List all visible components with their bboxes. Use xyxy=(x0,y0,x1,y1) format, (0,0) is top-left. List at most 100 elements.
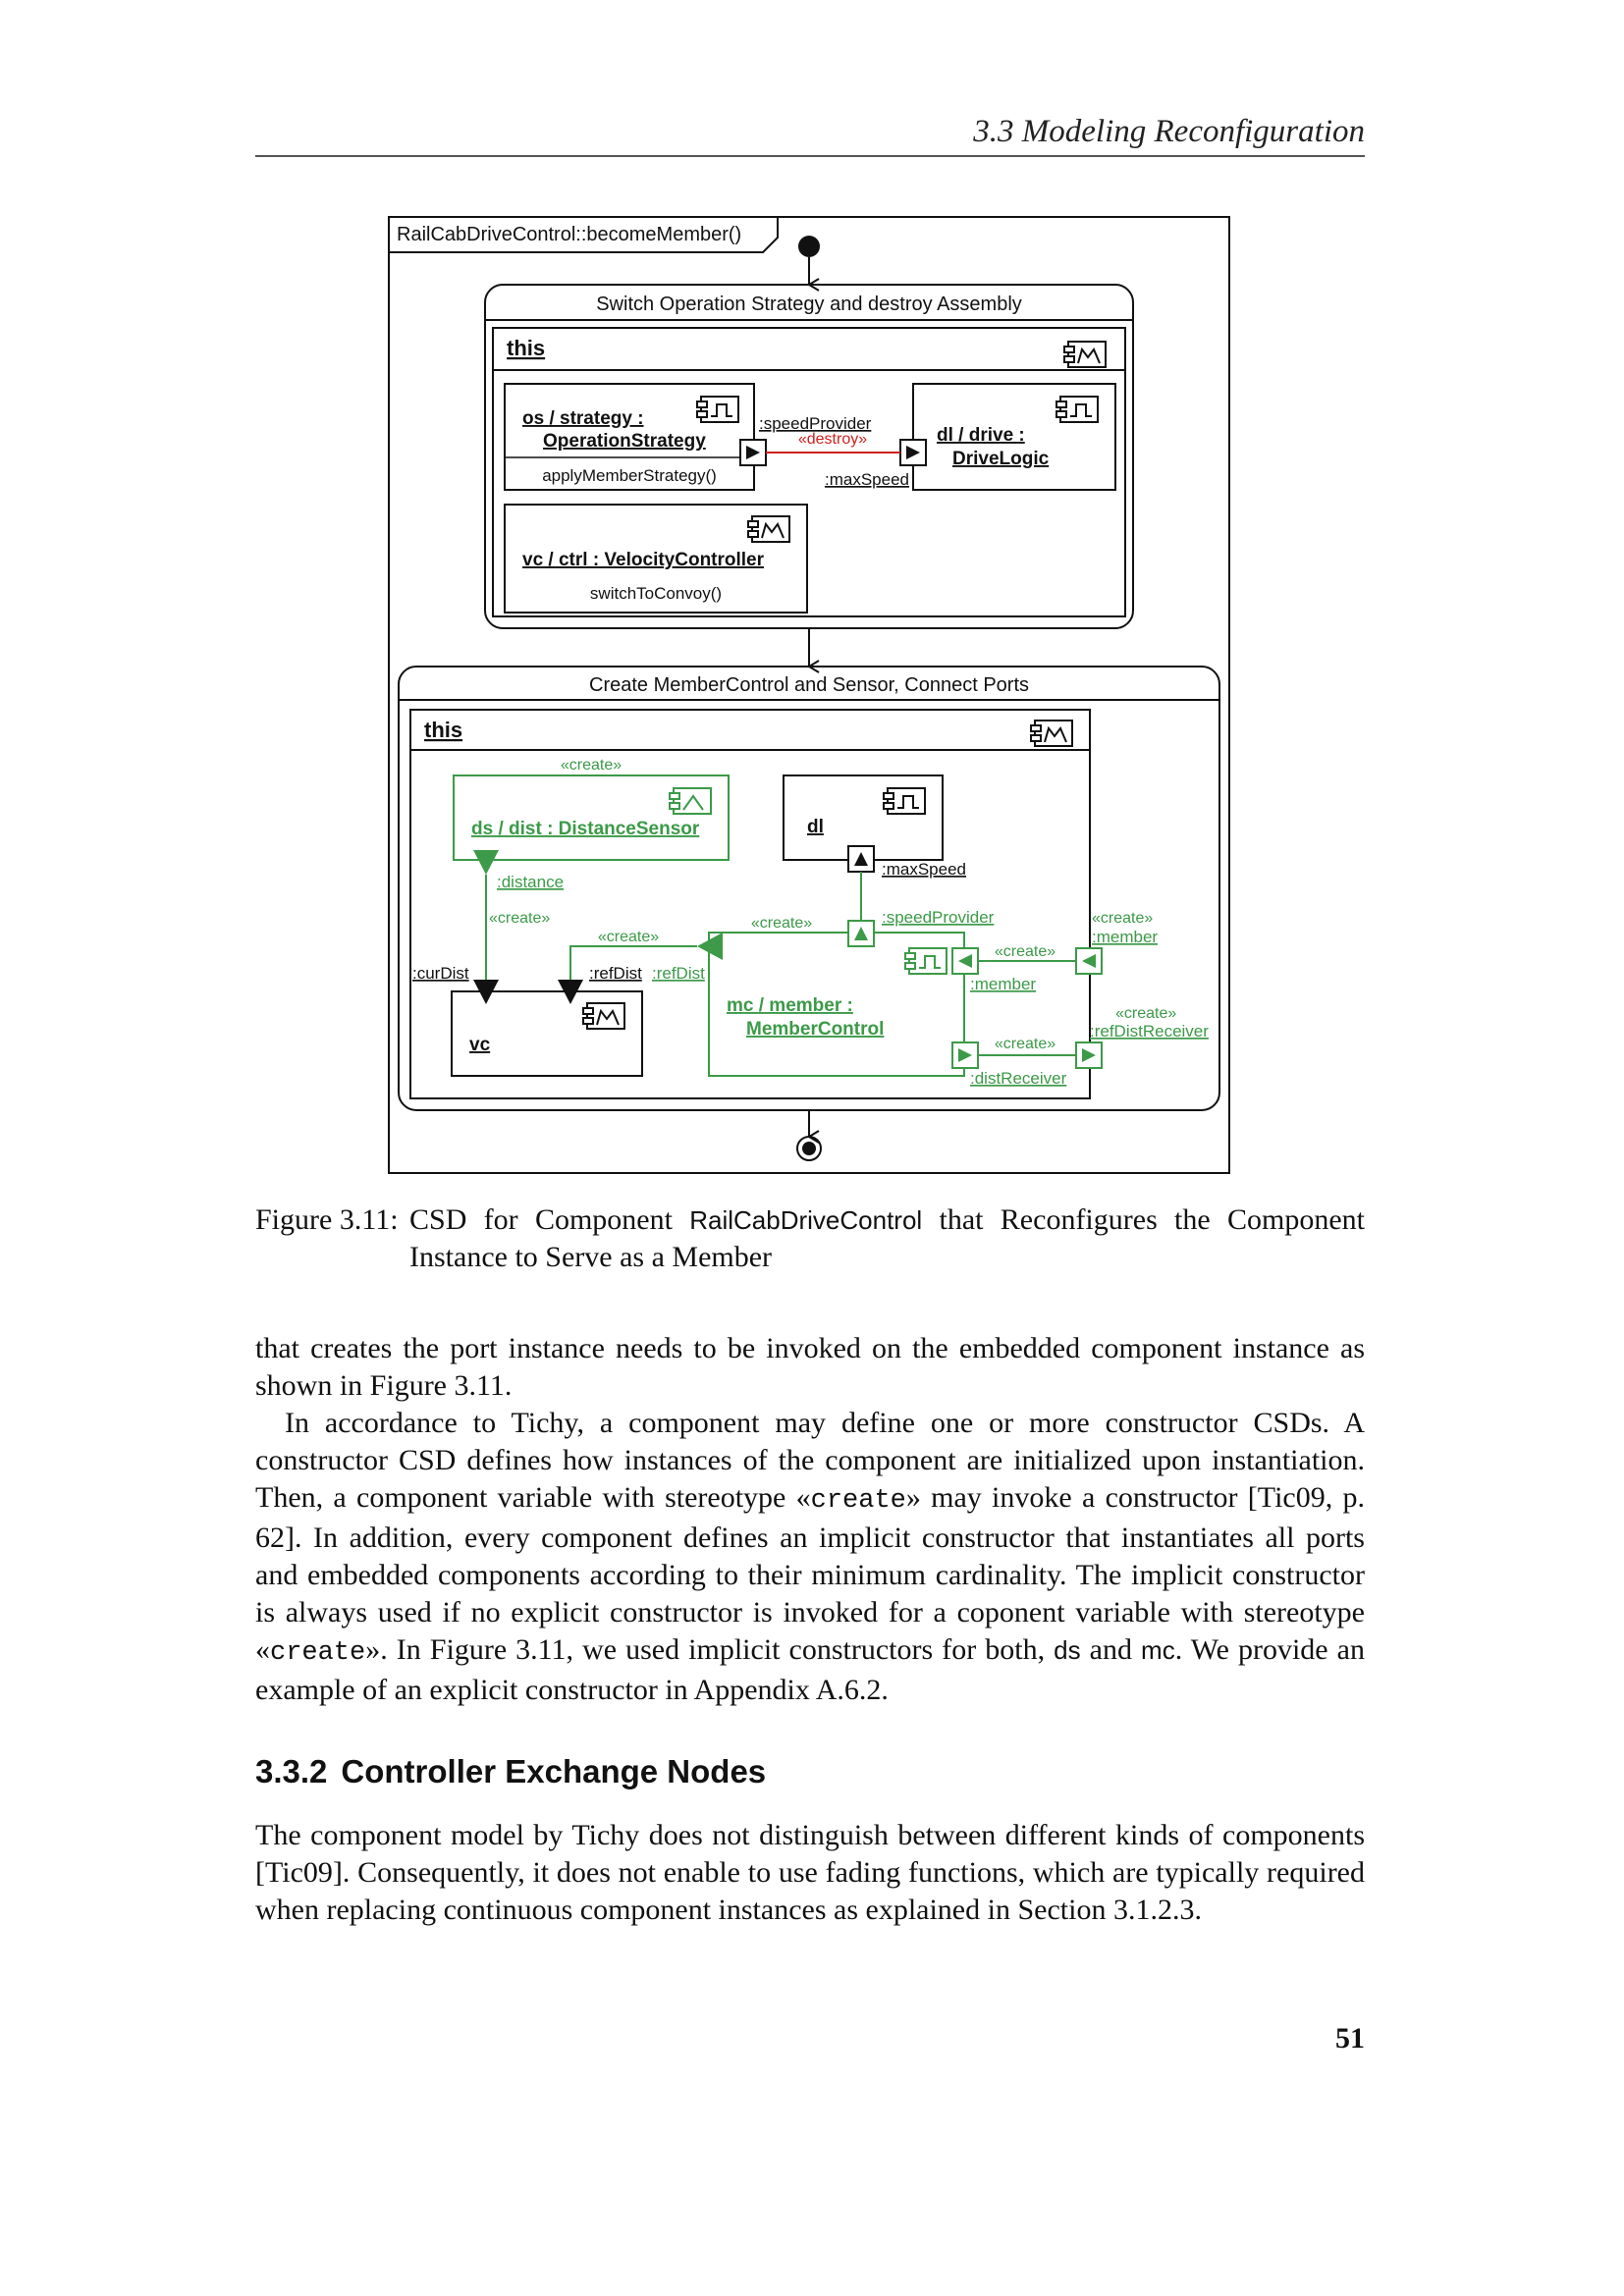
os-component xyxy=(504,383,755,491)
refdist-connector xyxy=(569,945,697,980)
frame-title: RailCabDriveControl::becomeMember() xyxy=(397,224,741,245)
component-icon xyxy=(1063,341,1107,368)
port-speedprovider-2: :speedProvider xyxy=(882,908,995,927)
component-icon xyxy=(747,515,790,543)
caption-post: that Reconfigures the Component Instance… xyxy=(409,1203,1365,1273)
p2-mc: mc xyxy=(1141,1635,1175,1665)
component-icon xyxy=(883,787,926,815)
create-distrec-stereotype: «create» xyxy=(995,1036,1056,1052)
step1-title: Switch Operation Strategy and destroy As… xyxy=(596,294,1022,315)
component-icon xyxy=(669,787,712,815)
port-refdist-mc: :refDist xyxy=(652,964,705,983)
p2-text-2: » may invoke a constructor [Tic09, p. 62… xyxy=(255,1481,1365,1666)
port-arrow xyxy=(1082,954,1096,968)
port-distance: :distance xyxy=(497,873,564,891)
port-arrow xyxy=(906,446,920,459)
step2-title: Create MemberControl and Sensor, Connect… xyxy=(589,674,1029,696)
dl-name: dl / drive : xyxy=(937,425,1025,446)
destroy-stereotype: «destroy» xyxy=(798,431,867,448)
mc-name-2: MemberControl xyxy=(746,1019,884,1040)
p2-text-1: In accordance to Tichy, a component may … xyxy=(255,1407,1365,1514)
paragraph-3: The component model by Tichy does not di… xyxy=(255,1819,1365,1926)
p2-code-create-1: create xyxy=(810,1486,906,1516)
step2-this-label: this xyxy=(424,718,462,742)
caption-text: CSD for Component RailCabDriveControl th… xyxy=(409,1201,1365,1275)
section-number: 3.3.2 xyxy=(255,1753,328,1789)
create-ds-stereotype: «create» xyxy=(561,757,622,774)
dl-type: DriveLogic xyxy=(952,449,1050,469)
p2-text-5: . We provide an example of an explicit c… xyxy=(255,1633,1365,1706)
mc-refdist-port xyxy=(697,933,723,960)
port-curdist: :curDist xyxy=(412,964,469,983)
final-node-core xyxy=(802,1142,816,1155)
csd-diagram: RailCabDriveControl::becomeMember() Swit… xyxy=(388,216,1230,1174)
p2-ds: ds xyxy=(1054,1635,1081,1665)
section-title: Controller Exchange Nodes xyxy=(341,1753,767,1789)
create-refdistrec-stereotype: «create» xyxy=(1115,1005,1176,1022)
outer-member-port xyxy=(1075,947,1103,975)
port-member-out: :member xyxy=(1092,928,1158,946)
body-text: that creates the port instance needs to … xyxy=(255,1330,1365,1709)
caption-component: RailCabDriveControl xyxy=(689,1205,923,1235)
step2-this-box xyxy=(409,709,1091,1099)
vc-refdist-port xyxy=(558,980,583,1004)
step1-this-box xyxy=(492,327,1126,617)
figure-3-11: RailCabDriveControl::becomeMember() Swit… xyxy=(388,216,1230,1174)
port-max-speed-1: :maxSpeed xyxy=(825,470,909,489)
component-icon xyxy=(904,947,947,975)
port-member-in: :member xyxy=(970,975,1036,993)
vc-curdist-port xyxy=(473,980,499,1004)
initial-node xyxy=(798,236,820,257)
running-header: 3.3 Modeling Reconfiguration xyxy=(255,114,1365,157)
os-operation: applyMemberStrategy() xyxy=(542,466,717,485)
create-speed-stereotype: «create» xyxy=(751,915,812,932)
step1-this-label: this xyxy=(507,336,545,360)
vc-name-step1: vc / ctrl : VelocityController xyxy=(522,550,765,570)
p2-code-create-2: create xyxy=(270,1638,366,1668)
p2-text-4: and xyxy=(1080,1633,1142,1666)
os-name: os / strategy : xyxy=(522,408,644,429)
ds-name: ds / dist : DistanceSensor xyxy=(471,819,700,839)
ds-component xyxy=(453,774,730,861)
port-arrow xyxy=(958,954,972,968)
create-distance-stereotype: «create» xyxy=(489,910,550,927)
vc-name-step2: vc xyxy=(469,1035,491,1055)
dl-name-step2: dl xyxy=(807,817,824,837)
port-distreceiver: :distReceiver xyxy=(970,1069,1067,1088)
os-type: OperationStrategy xyxy=(543,431,706,452)
port-arrow xyxy=(1082,1048,1096,1062)
page-number: 51 xyxy=(1335,2022,1365,2055)
component-icon xyxy=(1030,720,1073,747)
create-member-out-stereotype: «create» xyxy=(1092,910,1153,927)
final-node xyxy=(796,1136,822,1161)
port-arrow xyxy=(958,1048,972,1062)
paragraph-1: that creates the port instance needs to … xyxy=(255,1332,1365,1402)
ds-distance-port xyxy=(473,850,499,875)
caption-pre: CSD for Component xyxy=(409,1203,690,1236)
mc-component xyxy=(708,932,965,1077)
component-icon xyxy=(696,396,739,423)
port-arrow xyxy=(746,446,760,459)
vc-component-step1 xyxy=(504,504,808,614)
running-title: 3.3 Modeling Reconfiguration xyxy=(973,114,1365,149)
paragraph-2: In accordance to Tichy, a component may … xyxy=(255,1405,1365,1709)
body-text-2: The component model by Tichy does not di… xyxy=(255,1817,1365,1929)
mc-name-1: mc / member : xyxy=(727,995,853,1016)
outer-frame xyxy=(388,216,1230,1174)
vc-component-step2 xyxy=(451,990,643,1077)
port-speed-provider-1: :speedProvider xyxy=(759,414,872,433)
port-refdistreceiver: :refDistReceiver xyxy=(1090,1022,1209,1041)
component-icon xyxy=(1056,396,1099,423)
create-member-in-stereotype: «create» xyxy=(995,943,1056,960)
port-maxspeed-2: :maxSpeed xyxy=(882,860,966,879)
component-icon xyxy=(582,1002,625,1030)
p2-text-3: ». In Figure 3.11, we used implicit cons… xyxy=(365,1633,1055,1666)
caption-label: Figure 3.11: xyxy=(255,1203,399,1236)
create-refdist-stereotype: «create» xyxy=(598,929,659,945)
port-arrow xyxy=(854,927,868,940)
port-refdist-vc: :refDist xyxy=(589,964,642,983)
frame-title-tab xyxy=(389,217,779,253)
port-arrow xyxy=(854,852,868,866)
vc-operation: switchToConvoy() xyxy=(590,584,722,603)
